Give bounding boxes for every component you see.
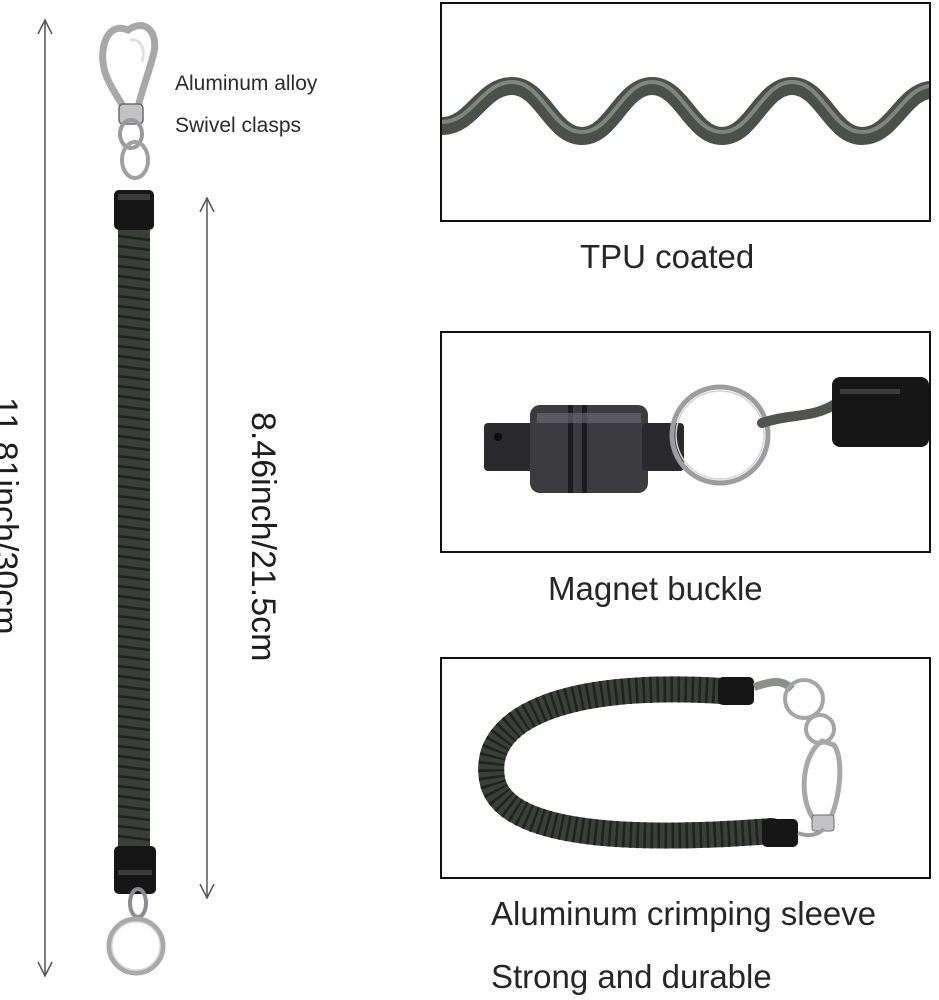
coil-length-label: 8.46inch/21.5cm: [244, 412, 282, 662]
crimping-sleeve-closeup-image: [478, 676, 843, 849]
caption-tpu-coated: TPU coated: [580, 238, 755, 275]
panel-tpu-coated: [440, 2, 931, 222]
coiled-cord: [117, 230, 151, 850]
material-label-line2: Swivel clasps: [175, 114, 302, 137]
caption-magnet-buckle: Magnet buckle: [548, 570, 763, 607]
top-swivel-clasp: [99, 22, 159, 180]
caption-crimping-sleeve: Aluminum crimping sleeve: [491, 895, 877, 932]
total-length-label: 11.81inch/30cm: [0, 397, 24, 635]
panel-magnet-buckle: [440, 331, 931, 553]
coil-length-arrow: [199, 196, 215, 900]
magnet-buckle-closeup-image: [484, 377, 929, 493]
material-label-line1: Aluminum alloy: [175, 72, 318, 95]
tpu-coil-closeup-image: [442, 76, 929, 146]
bottom-split-ring: [106, 887, 166, 976]
panel-crimping-sleeve: [440, 657, 931, 879]
total-length-arrow: [37, 18, 53, 978]
tagline-strong-and-durable: Strong and durable: [491, 958, 772, 995]
